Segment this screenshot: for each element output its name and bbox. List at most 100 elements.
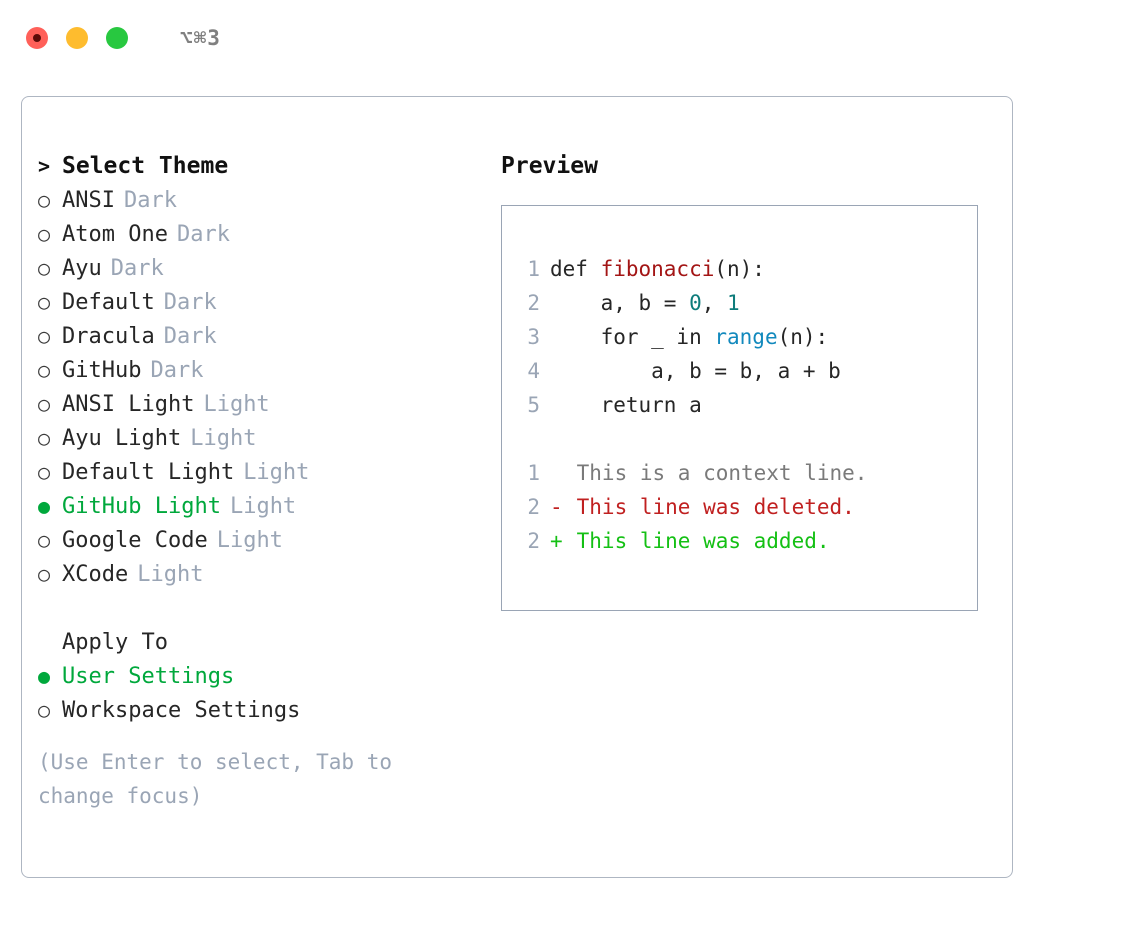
line-number: 2 xyxy=(527,495,540,519)
select-theme-heading: >Select Theme xyxy=(38,149,478,183)
apply-to-option-label: Workspace Settings xyxy=(62,698,301,723)
theme-name: Default xyxy=(62,290,155,315)
keyboard-hint: (Use Enter to select, Tab to change focu… xyxy=(38,750,393,808)
radio-unselected-icon[interactable]: ○ xyxy=(38,426,51,450)
theme-name: Default Light xyxy=(62,460,235,485)
close-button[interactable] xyxy=(26,27,48,49)
theme-name: Ayu xyxy=(62,256,102,281)
code-token-call: range xyxy=(714,325,778,349)
radio-unselected-icon[interactable]: ○ xyxy=(38,528,51,552)
line-number: 5 xyxy=(527,393,540,417)
maximize-button[interactable] xyxy=(106,27,128,49)
theme-list-item[interactable]: ○ Ayu Dark xyxy=(38,251,478,285)
theme-list-item[interactable]: ○ Default Light Light xyxy=(38,455,478,489)
code-token-plain: for _ in xyxy=(550,325,715,349)
radio-unselected-icon[interactable]: ○ xyxy=(38,460,51,484)
blank-marker: ○ xyxy=(38,625,62,659)
keyboard-shortcut-label: ⌥⌘3 xyxy=(180,26,221,50)
radio-unselected-icon[interactable]: ○ xyxy=(38,562,51,586)
code-token-plain: a, b = b, a + b xyxy=(550,359,841,383)
theme-list-item[interactable]: ○ Dracula Dark xyxy=(38,319,478,353)
diff-add-text: + This line was added. xyxy=(550,529,830,553)
radio-unselected-icon[interactable]: ○ xyxy=(38,358,51,382)
theme-kind-badge: Light xyxy=(216,528,283,553)
theme-list-item[interactable]: ● GitHub Light Light xyxy=(38,489,478,523)
radio-unselected-icon[interactable]: ○ xyxy=(38,392,51,416)
apply-to-list: ● User Settings ○ Workspace Settings xyxy=(38,659,478,727)
apply-to-option[interactable]: ● User Settings xyxy=(38,659,478,693)
theme-kind-badge: Dark xyxy=(110,256,164,281)
radio-unselected-icon[interactable]: ○ xyxy=(38,324,51,348)
theme-name: ANSI Light xyxy=(62,392,195,417)
theme-list-item[interactable]: ○ Default Dark xyxy=(38,285,478,319)
diff-sign: + xyxy=(550,529,563,553)
theme-name: Dracula xyxy=(62,324,155,349)
preview-title: Preview xyxy=(501,153,598,179)
theme-kind-badge: Light xyxy=(137,562,204,587)
radio-unselected-icon[interactable]: ○ xyxy=(38,256,51,280)
code-token-num: 1 xyxy=(727,291,740,315)
diff-line: 2- This line was deleted. xyxy=(518,490,977,524)
line-number: 2 xyxy=(527,529,540,553)
diff-ctx-text: This is a context line. xyxy=(550,461,868,485)
radio-unselected-icon[interactable]: ○ xyxy=(38,188,51,212)
code-token-plain: a, b = xyxy=(550,291,690,315)
diff-del-text: - This line was deleted. xyxy=(550,495,855,519)
code-token-num: 0 xyxy=(689,291,702,315)
radio-unselected-icon[interactable]: ○ xyxy=(38,698,51,722)
diff-line: 1 This is a context line. xyxy=(518,456,977,490)
theme-list-item[interactable]: ○ GitHub Dark xyxy=(38,353,478,387)
minimize-button[interactable] xyxy=(66,27,88,49)
diff-text: This line was deleted. xyxy=(564,495,855,519)
title-bar: ⌥⌘3 xyxy=(0,0,1140,76)
diff-line: 2 + This line was added. xyxy=(518,524,977,558)
theme-name: Atom One xyxy=(62,222,168,247)
theme-kind-badge: Dark xyxy=(150,358,204,383)
theme-name: GitHub Light xyxy=(62,494,221,519)
radio-selected-icon[interactable]: ● xyxy=(38,664,51,688)
line-number: 4 xyxy=(527,359,540,383)
theme-kind-badge: Dark xyxy=(163,324,217,349)
code-line: 5 return a xyxy=(518,388,977,422)
apply-to-option-label: User Settings xyxy=(62,664,235,689)
apply-to-option[interactable]: ○ Workspace Settings xyxy=(38,693,478,727)
theme-kind-badge: Dark xyxy=(123,188,177,213)
theme-list-item[interactable]: ○ Google Code Light xyxy=(38,523,478,557)
radio-unselected-icon[interactable]: ○ xyxy=(38,222,51,246)
code-token-fn: fibonacci xyxy=(600,257,715,281)
diff-sample: 1 This is a context line.2- This line wa… xyxy=(518,456,977,558)
code-line: 3 for _ in range(n): xyxy=(518,320,977,354)
apply-to-label-row: ○Apply To xyxy=(38,625,478,659)
radio-unselected-icon[interactable]: ○ xyxy=(38,290,51,314)
theme-kind-badge: Dark xyxy=(176,222,230,247)
theme-list-item[interactable]: ○ ANSI Dark xyxy=(38,183,478,217)
theme-kind-badge: Light xyxy=(243,460,310,485)
diff-text: This is a context line. xyxy=(564,461,868,485)
code-token-plain: (n): xyxy=(777,325,829,349)
theme-list-item[interactable]: ○ Atom One Dark xyxy=(38,217,478,251)
theme-kind-badge: Dark xyxy=(163,290,217,315)
code-line: 4 a, b = b, a + b xyxy=(518,354,977,388)
theme-name: GitHub xyxy=(62,358,142,383)
code-token-plain: return a xyxy=(550,393,702,417)
radio-selected-icon[interactable]: ● xyxy=(38,494,51,518)
caret-icon: > xyxy=(38,154,51,178)
theme-name: Google Code xyxy=(62,528,208,553)
code-line: 2 a, b = 0, 1 xyxy=(518,286,977,320)
theme-name: Ayu Light xyxy=(62,426,182,451)
theme-kind-badge: Light xyxy=(190,426,257,451)
theme-kind-badge: Light xyxy=(229,494,297,519)
theme-name: ANSI xyxy=(62,188,115,213)
theme-list-item[interactable]: ○ Ayu Light Light xyxy=(38,421,478,455)
diff-sign: - xyxy=(550,495,563,519)
list-spacer xyxy=(38,591,478,625)
